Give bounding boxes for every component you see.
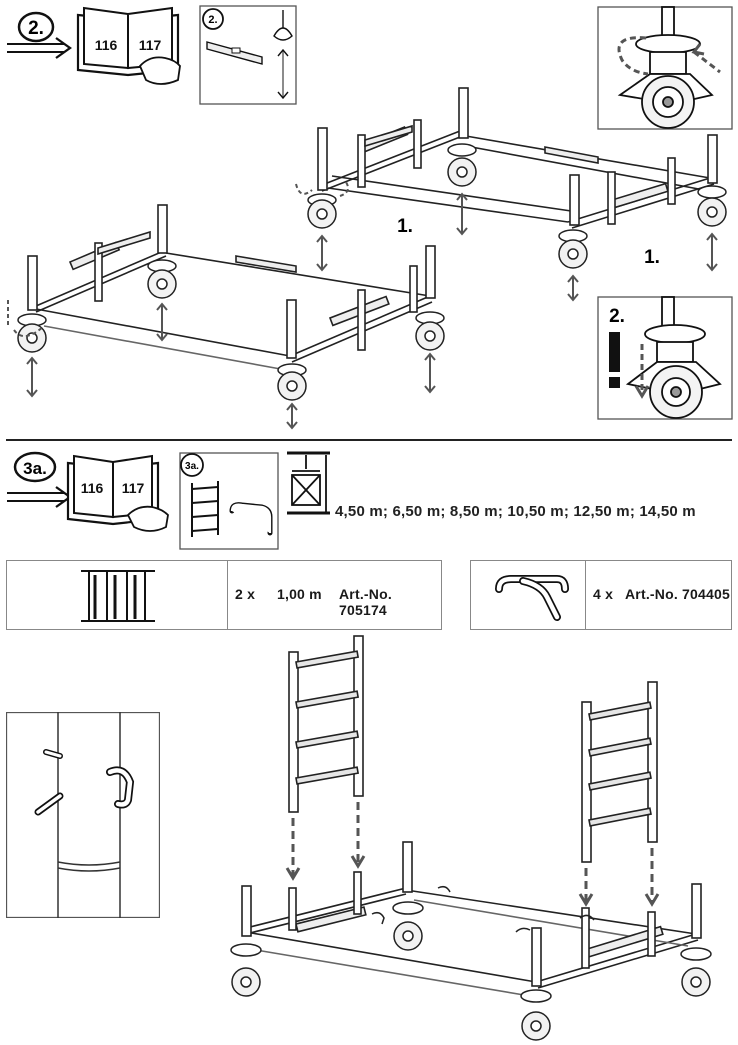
double-arrow-icon (7, 37, 72, 59)
hand-icon (138, 56, 181, 85)
assembly-casters (230, 901, 712, 1041)
detail-badge-3a: 3a. (180, 453, 204, 477)
hand-icon (126, 505, 169, 532)
mini-pin-icon (229, 502, 273, 536)
step3a-header: 3a. 116 117 3a. 4,50 m; 6,50 m; 8,50 m; … (7, 451, 696, 550)
manual-page-left: 116 (81, 480, 104, 496)
detail-badge-2-text: 2. (208, 14, 217, 26)
assembly-diagram (230, 635, 712, 1041)
pin-detail-box (6, 712, 160, 918)
caster-mini-icon (273, 10, 293, 100)
manual-book-icon: 116 117 (66, 454, 169, 532)
part-qty: 4 x (593, 586, 614, 602)
insert-arrows (285, 802, 660, 907)
allowed-heights-text: 4,50 m; 6,50 m; 8,50 m; 10,50 m; 12,50 m… (335, 503, 696, 520)
raise-step-label-1: 1. (397, 216, 413, 237)
part-card-divider (227, 561, 228, 629)
manual-page-left: 116 (95, 37, 118, 53)
pin-insert-icon (34, 749, 135, 816)
chassis-frame-right (317, 87, 718, 229)
step2-diagram: 2. 116 117 2. (7, 5, 733, 430)
height-limit-icon (287, 451, 330, 515)
caster-wheels-left (17, 259, 445, 401)
lower-step-label: 2. (609, 306, 625, 327)
caster-wheel-detail-1 (617, 6, 721, 129)
ladder-frame-left (288, 635, 364, 813)
manual-page-right: 117 (139, 37, 162, 53)
chassis-frame-left (27, 204, 436, 371)
step2-badge-text: 2. (28, 18, 44, 39)
step3a-badge: 3a. (13, 451, 57, 483)
warning-exclamation-icon (609, 332, 620, 388)
detail-badge-2: 2. (202, 8, 224, 30)
double-arrow-icon (7, 486, 72, 508)
section-divider (6, 439, 732, 441)
detail-badge-3a-text: 3a. (185, 461, 199, 472)
caster-wheels-right (307, 143, 727, 269)
caster-wheel-detail-2 (625, 296, 722, 419)
step3a-badge-text: 3a. (23, 459, 47, 478)
part-article-number: Art.-No. 704405 (625, 586, 730, 602)
manual-book-icon: 116 117 (76, 6, 181, 85)
part-card-ladder: 2 x 1,00 m Art.-No. 705174 (6, 560, 442, 630)
height-arrows-left (7, 300, 436, 430)
part-card-divider (585, 561, 586, 629)
part-card-pin: 4 x Art.-No. 704405 (470, 560, 732, 630)
ladder-frame-right (581, 681, 658, 863)
manual-page-right: 117 (122, 480, 145, 496)
ladder-frame-icon (81, 570, 155, 622)
mini-ladder-icon (191, 481, 219, 537)
assembly-pins (371, 885, 595, 933)
part-qty: 2 x (235, 586, 256, 602)
bent-pin-icon (495, 575, 569, 621)
height-arrows-right (295, 181, 718, 302)
part-article-number: Art.-No. 705174 (339, 586, 392, 618)
spirit-level-icon (206, 41, 263, 65)
assembly-chassis (241, 841, 702, 997)
raise-step-label-2: 1. (644, 247, 660, 268)
step2-badge: 2. (17, 11, 55, 43)
part-size: 1,00 m (277, 586, 322, 602)
